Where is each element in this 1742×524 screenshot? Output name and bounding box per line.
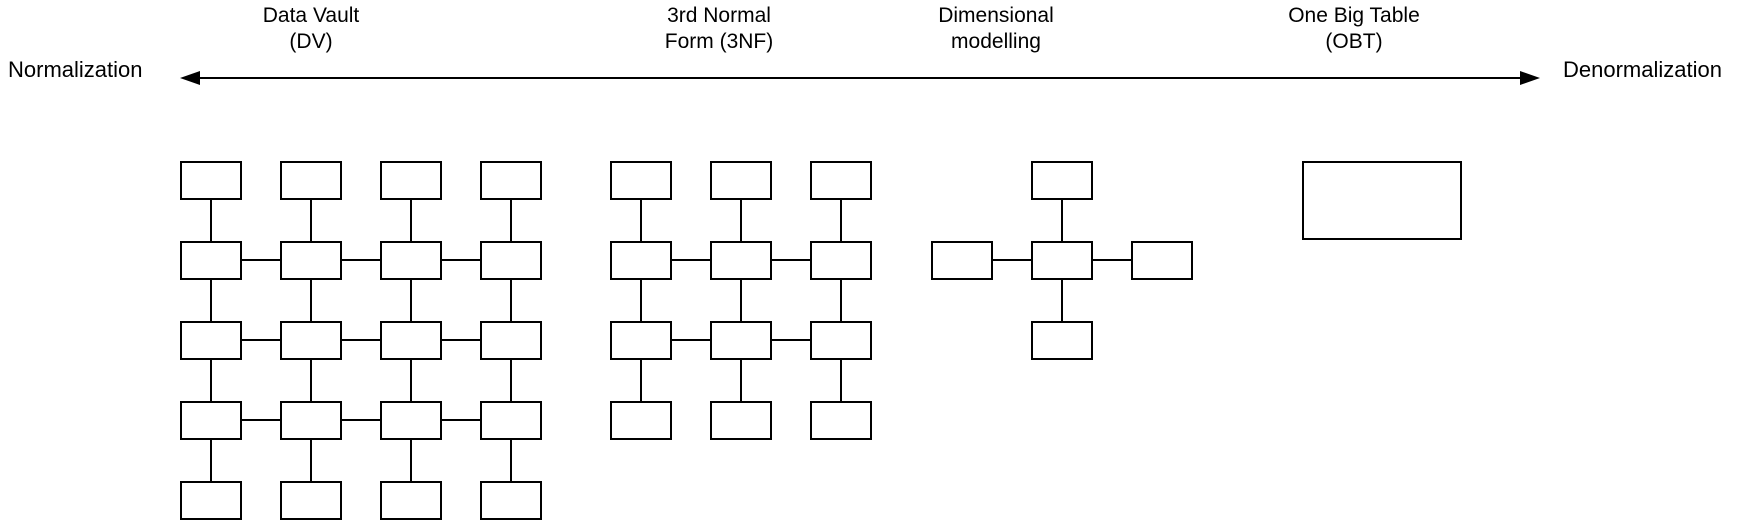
data-vault-connector xyxy=(410,440,412,481)
data-vault-box xyxy=(180,161,242,200)
section-title-line: 3rd Normal xyxy=(667,4,771,27)
dimensional-modelling-connector xyxy=(1061,200,1063,241)
data-vault-connector xyxy=(342,419,380,421)
dimensional-modelling-box xyxy=(1031,321,1093,360)
third-normal-form-box xyxy=(610,161,672,200)
section-title-line: Dimensional xyxy=(938,4,1054,27)
data-vault-box xyxy=(180,401,242,440)
data-vault-box xyxy=(380,241,442,280)
dimensional-modelling-box xyxy=(1131,241,1193,280)
data-vault-connector xyxy=(510,200,512,241)
section-title-line: Form (3NF) xyxy=(664,30,774,53)
data-vault-box xyxy=(380,401,442,440)
data-vault-box xyxy=(280,161,342,200)
data-vault-connector xyxy=(342,259,380,261)
data-vault-box xyxy=(280,481,342,520)
one-big-table-box xyxy=(1302,161,1462,240)
data-vault-connector xyxy=(410,360,412,401)
normalization-label: Normalization xyxy=(8,57,143,82)
section-header-one-big-table: One Big Table (OBT) xyxy=(1288,3,1420,55)
data-vault-box xyxy=(480,321,542,360)
data-vault-connector xyxy=(342,339,380,341)
data-vault-box xyxy=(280,401,342,440)
dimensional-modelling-box xyxy=(1031,241,1093,280)
data-vault-connector xyxy=(210,360,212,401)
data-vault-box xyxy=(280,321,342,360)
dimensional-modelling-connector xyxy=(1061,280,1063,321)
arrowhead-left-icon xyxy=(180,71,200,85)
third-normal-form-box xyxy=(810,161,872,200)
third-normal-form-connector xyxy=(640,280,642,321)
third-normal-form-box xyxy=(810,241,872,280)
data-vault-connector xyxy=(410,200,412,241)
data-vault-box xyxy=(180,481,242,520)
section-header-data-vault: Data Vault (DV) xyxy=(263,3,360,55)
data-vault-box xyxy=(480,481,542,520)
data-vault-connector xyxy=(442,259,480,261)
data-vault-connector xyxy=(442,419,480,421)
third-normal-form-connector xyxy=(772,259,810,261)
data-vault-box xyxy=(180,321,242,360)
third-normal-form-box xyxy=(810,401,872,440)
third-normal-form-box xyxy=(610,241,672,280)
third-normal-form-box xyxy=(710,241,772,280)
section-title-line: (DV) xyxy=(289,30,333,53)
third-normal-form-connector xyxy=(672,259,710,261)
dimensional-modelling-connector xyxy=(993,259,1031,261)
section-title-line: modelling xyxy=(951,30,1041,53)
data-vault-connector xyxy=(310,280,312,321)
data-vault-connector xyxy=(310,200,312,241)
data-vault-connector xyxy=(510,440,512,481)
data-vault-connector xyxy=(310,440,312,481)
third-normal-form-connector xyxy=(772,339,810,341)
data-vault-connector xyxy=(210,440,212,481)
third-normal-form-box xyxy=(710,401,772,440)
denormalization-label: Denormalization xyxy=(1563,57,1722,82)
data-vault-connector xyxy=(510,360,512,401)
third-normal-form-connector xyxy=(740,200,742,241)
data-vault-box xyxy=(480,241,542,280)
third-normal-form-connector xyxy=(640,200,642,241)
dimensional-modelling-box xyxy=(1031,161,1093,200)
third-normal-form-connector xyxy=(640,360,642,401)
section-header-dimensional-modelling: Dimensional modelling xyxy=(938,3,1054,55)
third-normal-form-connector xyxy=(672,339,710,341)
third-normal-form-connector xyxy=(740,360,742,401)
data-vault-box xyxy=(480,401,542,440)
arrowhead-right-icon xyxy=(1520,71,1540,85)
third-normal-form-box xyxy=(610,321,672,360)
third-normal-form-box xyxy=(810,321,872,360)
third-normal-form-connector xyxy=(840,360,842,401)
third-normal-form-connector xyxy=(840,200,842,241)
data-vault-box xyxy=(380,321,442,360)
third-normal-form-connector xyxy=(840,280,842,321)
third-normal-form-box xyxy=(710,161,772,200)
data-vault-connector xyxy=(210,280,212,321)
data-vault-connector xyxy=(410,280,412,321)
data-vault-connector xyxy=(242,339,280,341)
dimensional-modelling-connector xyxy=(1093,259,1131,261)
data-vault-box xyxy=(480,161,542,200)
data-vault-box xyxy=(280,241,342,280)
section-title-line: Data Vault xyxy=(262,4,360,27)
section-header-third-normal-form: 3rd Normal Form (3NF) xyxy=(665,3,774,55)
data-vault-box xyxy=(380,481,442,520)
data-vault-connector xyxy=(242,259,280,261)
data-vault-connector xyxy=(310,360,312,401)
dimensional-modelling-box xyxy=(931,241,993,280)
data-vault-connector xyxy=(242,419,280,421)
data-vault-connector xyxy=(442,339,480,341)
section-title-line: One Big Table xyxy=(1288,4,1420,27)
section-title-line: (OBT) xyxy=(1325,30,1383,53)
axis-arrow-line xyxy=(186,77,1534,79)
data-vault-connector xyxy=(210,200,212,241)
third-normal-form-box xyxy=(610,401,672,440)
data-vault-box xyxy=(180,241,242,280)
third-normal-form-box xyxy=(710,321,772,360)
third-normal-form-connector xyxy=(740,280,742,321)
data-vault-connector xyxy=(510,280,512,321)
data-vault-box xyxy=(380,161,442,200)
